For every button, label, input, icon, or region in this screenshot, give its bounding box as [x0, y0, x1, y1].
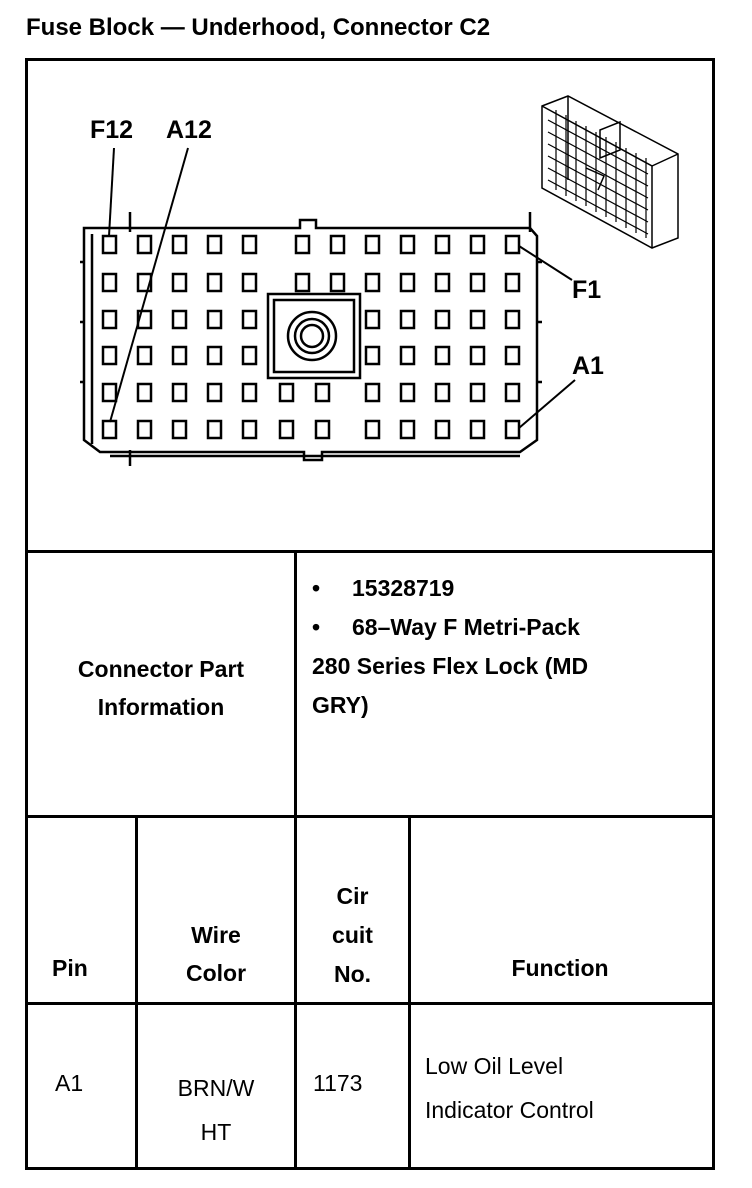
row-wire-color: BRN/W HT: [138, 1066, 294, 1154]
bullet-icon: •: [312, 614, 321, 640]
description-item: • 68–Way F Metri-Pack: [312, 614, 580, 641]
connector-info-label-line2: Information: [97, 694, 225, 720]
description-line2: 280 Series Flex Lock (MD: [312, 653, 589, 679]
row-function-line2: Indicator Control: [425, 1097, 594, 1123]
part-number-item: • 15328719: [312, 575, 454, 602]
divider-col-2: [294, 815, 297, 1167]
connector-iso-view: [541, 95, 679, 249]
row-circuit: 1173: [313, 1070, 363, 1096]
header-wire-color-line2: Color: [185, 960, 247, 986]
divider-info-col: [294, 550, 297, 818]
connector-center-boss: [266, 292, 362, 380]
connector-diagram: [80, 95, 679, 466]
page-title: Fuse Block — Underhood, Connector C2: [26, 14, 491, 41]
description-line1: 68–Way F Metri-Pack: [352, 614, 580, 640]
divider-col-1: [135, 815, 138, 1167]
header-circuit-line1: Cir: [336, 883, 369, 909]
row-wire-color-line1: BRN/W: [177, 1075, 255, 1101]
connector-body: [80, 212, 542, 466]
description-line3: GRY): [312, 692, 369, 718]
row-wire-color-line2: HT: [200, 1119, 232, 1145]
header-circuit-line3: No.: [333, 961, 372, 987]
divider-header: [25, 1002, 712, 1005]
divider-info: [25, 815, 712, 818]
header-circuit: Cir cuit No.: [297, 877, 408, 994]
leader-lines: [108, 147, 576, 429]
label-a12: A12: [166, 116, 212, 144]
connector-info-label-line1: Connector Part: [77, 656, 245, 682]
header-function: Function: [511, 955, 609, 981]
part-number: 15328719: [352, 575, 455, 601]
header-wire-color: Wire Color: [138, 916, 294, 992]
bullet-icon: •: [312, 575, 321, 601]
header-wire-color-line1: Wire: [191, 922, 241, 948]
header-circuit-line2: cuit: [332, 922, 373, 948]
row-function-line1: Low Oil Level: [425, 1053, 564, 1079]
divider-diagram: [25, 550, 712, 553]
pin-cavities: [101, 234, 521, 440]
row-function: Low Oil Level Indicator Control: [425, 1044, 594, 1132]
divider-col-3: [408, 815, 411, 1167]
header-pin: Pin: [52, 955, 88, 981]
label-f1: F1: [572, 276, 602, 304]
connector-info-label: Connector Part Information: [28, 650, 294, 726]
row-pin: A1: [55, 1070, 84, 1096]
label-a1: A1: [572, 352, 604, 380]
label-f12: F12: [90, 116, 134, 144]
connector-table-frame: [25, 58, 715, 1170]
